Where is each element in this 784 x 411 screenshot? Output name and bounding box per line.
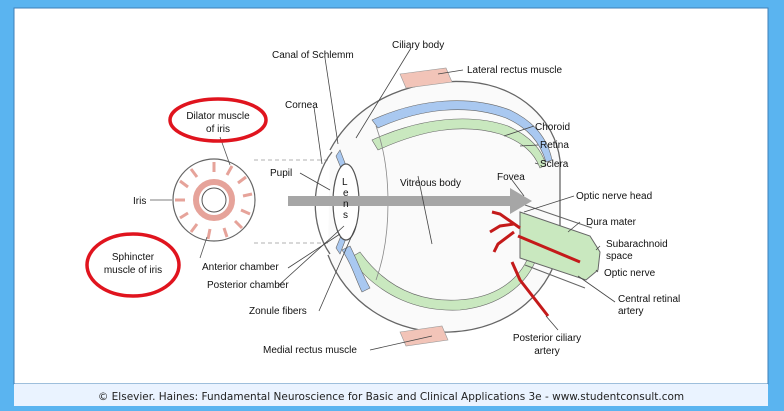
label-lens-e: e: [343, 188, 349, 199]
eyeball-cross-section: [314, 80, 601, 333]
leader-lines: [277, 47, 616, 351]
label-fovea: Fovea: [497, 172, 525, 183]
label-posterior-ciliary-line2: artery: [534, 346, 560, 357]
label-choroid: Choroid: [535, 122, 570, 133]
label-dilator-line2: of iris: [206, 124, 230, 135]
label-subarachnoid-line2: space: [606, 251, 633, 262]
label-sphincter-line1: Sphincter: [112, 252, 155, 263]
label-lens-s: s: [343, 210, 348, 221]
label-lateral-rectus: Lateral rectus muscle: [467, 65, 562, 76]
label-lens-l: L: [342, 177, 348, 188]
optical-axis-arrow: [288, 188, 532, 214]
footer-bar: [14, 384, 768, 406]
label-dura-mater: Dura mater: [586, 217, 637, 228]
label-dilator-line1: Dilator muscle: [186, 111, 250, 122]
label-posterior-chamber: Posterior chamber: [207, 280, 289, 291]
label-lens-n: n: [343, 199, 349, 210]
label-anterior-chamber: Anterior chamber: [202, 262, 279, 273]
label-cornea: Cornea: [285, 100, 318, 111]
medial-rectus-shape: [399, 325, 449, 347]
label-zonule-fibers: Zonule fibers: [249, 306, 307, 317]
label-sphincter-line2: muscle of iris: [104, 265, 162, 276]
optic-nerve-shape: [519, 211, 601, 281]
label-iris: Iris: [133, 196, 146, 207]
label-pupil: Pupil: [270, 168, 292, 179]
lateral-rectus-shape: [399, 67, 453, 89]
label-subarachnoid-line1: Subarachnoid: [606, 239, 668, 250]
label-optic-nerve: Optic nerve: [604, 268, 656, 279]
artery-vessels: [489, 210, 581, 317]
choroid-band: [371, 100, 553, 163]
label-posterior-ciliary-line1: Posterior ciliary: [513, 333, 581, 344]
label-retina: Retina: [540, 140, 569, 151]
label-sclera: Sclera: [540, 159, 569, 170]
label-medial-rectus: Medial rectus muscle: [263, 345, 357, 356]
copyright-footer: © Elsevier. Haines: Fundamental Neurosci…: [98, 391, 684, 403]
label-vitreous-body: Vitreous body: [400, 178, 461, 189]
iris-inset: [150, 136, 334, 259]
dilator-highlight-ellipse: [168, 97, 268, 143]
sphincter-highlight-ellipse: [85, 232, 181, 298]
label-canal-of-schlemm: Canal of Schlemm: [272, 50, 354, 61]
retina-band-upper: [371, 118, 547, 169]
label-ciliary-body: Ciliary body: [392, 40, 444, 51]
label-central-retinal-line2: artery: [618, 306, 644, 317]
label-central-retinal-line1: Central retinal: [618, 294, 680, 305]
label-optic-nerve-head: Optic nerve head: [576, 191, 652, 202]
diagram-labels: Canal of Schlemm Ciliary body Lateral re…: [104, 40, 680, 357]
